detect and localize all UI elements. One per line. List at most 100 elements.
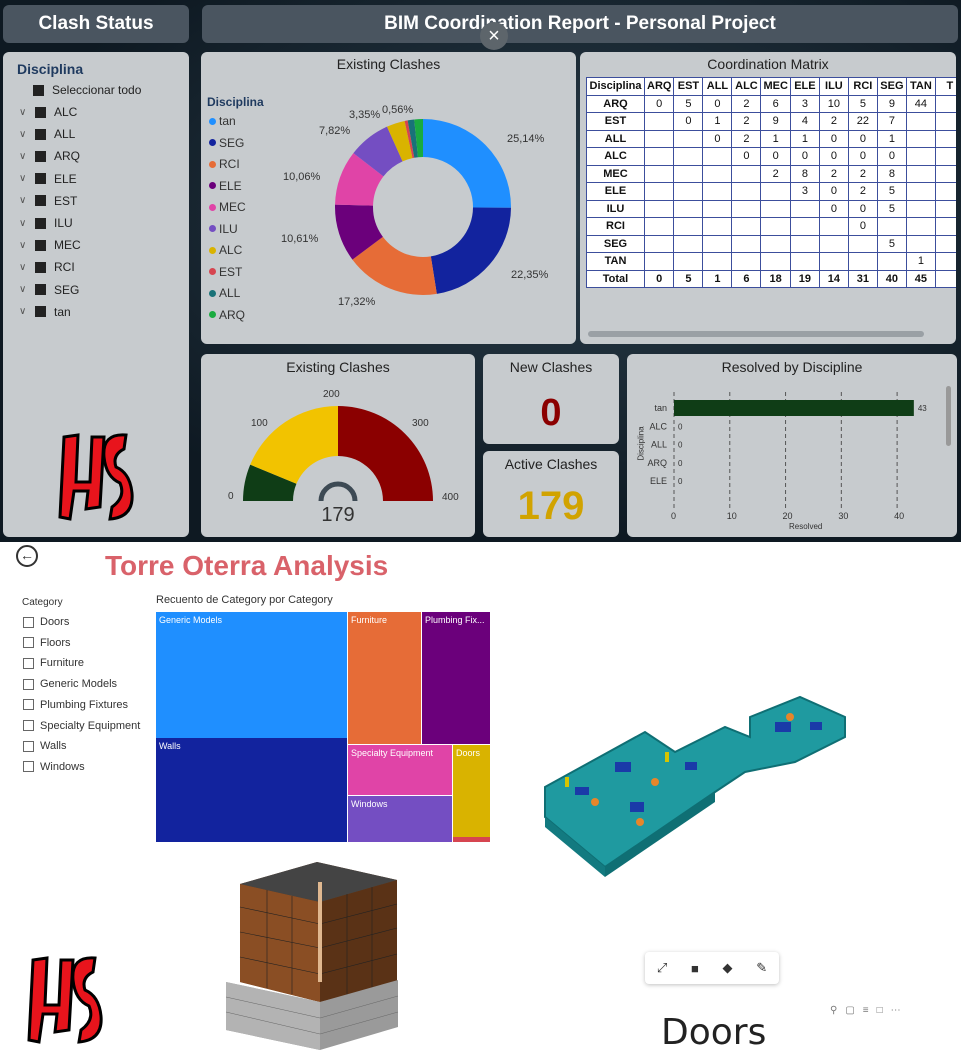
category-option-windows[interactable]: Windows [23, 761, 85, 773]
checkbox[interactable] [23, 616, 34, 628]
chevron-down-icon[interactable]: ∨ [19, 261, 27, 273]
chevron-down-icon[interactable]: ∨ [19, 217, 27, 229]
matrix-col-header[interactable]: RCI [847, 77, 878, 96]
visual-header-icons[interactable]: ⚲▢≡□⋯ [830, 1005, 909, 1016]
donut-slice-rci[interactable] [352, 236, 437, 295]
matrix-col-header[interactable]: ALC [731, 77, 762, 96]
legend-item-ilu[interactable]: ILU [209, 222, 238, 236]
category-option-doors[interactable]: Doors [23, 616, 69, 628]
close-icon[interactable]: × [480, 22, 508, 50]
camera-icon[interactable]: ■ [690, 960, 699, 976]
checkbox[interactable] [23, 657, 34, 669]
tile-furniture[interactable]: Furniture [348, 612, 421, 744]
donut-slice-ilu[interactable] [353, 126, 403, 177]
donut-slice-ele[interactable] [335, 204, 383, 260]
matrix-col-header[interactable]: SEG [876, 77, 907, 96]
legend-item-seg[interactable]: SEG [209, 136, 244, 150]
matrix-col-header[interactable]: TAN [905, 77, 936, 96]
chevron-down-icon[interactable]: ∨ [19, 195, 27, 207]
donut-slice-seg[interactable] [430, 207, 511, 294]
select-all-option[interactable]: Seleccionar todo [33, 81, 141, 99]
slicer-item-seg[interactable]: ∨SEG [19, 281, 79, 299]
gauge-chart[interactable] [201, 354, 475, 537]
tile-windows[interactable]: Windows [348, 796, 452, 842]
building-3d-model[interactable] [222, 862, 402, 1052]
matrix-col-header[interactable]: T [934, 77, 956, 96]
checkbox[interactable] [35, 106, 46, 118]
tile-plumbing-fixtures[interactable]: Plumbing Fix... [422, 612, 490, 744]
tile-walls[interactable]: Walls [156, 738, 347, 842]
legend-item-arq[interactable]: ARQ [209, 308, 245, 322]
donut-chart[interactable]: 25,14%22,35%17,32%10,61%10,06%7,82%3,35%… [201, 52, 576, 344]
checkbox[interactable] [23, 761, 34, 773]
legend-item-tan[interactable]: tan [209, 114, 236, 128]
chevron-down-icon[interactable]: ∨ [19, 150, 27, 162]
chevron-down-icon[interactable]: ∨ [19, 239, 27, 251]
chevron-down-icon[interactable]: ∨ [19, 284, 27, 296]
checkbox[interactable] [33, 84, 44, 96]
checkbox[interactable] [35, 306, 46, 318]
checkbox[interactable] [23, 637, 34, 649]
checkbox[interactable] [35, 150, 46, 162]
matrix-col-header[interactable]: ILU [818, 77, 849, 96]
category-option-plumbing-fixtures[interactable]: Plumbing Fixtures [23, 699, 128, 711]
matrix-corner[interactable]: Disciplina [586, 77, 645, 96]
slicer-item-all[interactable]: ∨ALL [19, 125, 75, 143]
back-arrow-icon[interactable]: ← [16, 545, 38, 567]
checkbox[interactable] [35, 261, 46, 273]
checkbox[interactable] [35, 173, 46, 185]
cube-icon[interactable]: ◆ [722, 960, 733, 975]
slicer-item-est[interactable]: ∨EST [19, 192, 77, 210]
category-option-generic-models[interactable]: Generic Models [23, 678, 117, 690]
checkbox[interactable] [23, 740, 34, 752]
legend-item-rci[interactable]: RCI [209, 157, 240, 171]
tile-generic-models[interactable]: Generic Models [156, 612, 347, 738]
legend-item-mec[interactable]: MEC [209, 200, 246, 214]
floor-plan-3d-view[interactable] [535, 692, 855, 902]
slicer-item-ilu[interactable]: ∨ILU [19, 214, 73, 232]
matrix-col-header[interactable]: ARQ [643, 77, 675, 96]
donut-slice-arq[interactable] [414, 119, 423, 158]
tile-doors[interactable]: Doors [453, 745, 490, 837]
legend-item-all[interactable]: ALL [209, 286, 240, 300]
checkbox[interactable] [35, 284, 46, 296]
donut-slice-tan[interactable] [423, 119, 511, 208]
slicer-item-alc[interactable]: ∨ALC [19, 103, 77, 121]
fullscreen-icon[interactable]: ⤢ [656, 960, 668, 975]
category-option-floors[interactable]: Floors [23, 637, 71, 649]
donut-slice-mec[interactable] [335, 153, 384, 206]
checkbox[interactable] [35, 195, 46, 207]
legend-item-alc[interactable]: ALC [209, 243, 242, 257]
brush-icon[interactable]: ✎ [756, 960, 768, 975]
category-option-specialty-equipment[interactable]: Specialty Equipment [23, 720, 140, 732]
matrix-col-header[interactable]: ALL [702, 77, 733, 96]
slicer-item-tan[interactable]: ∨tan [19, 303, 71, 321]
chevron-down-icon[interactable]: ∨ [19, 306, 27, 318]
tile-specialty-equipment[interactable]: Specialty Equipment [348, 745, 452, 795]
checkbox[interactable] [35, 239, 46, 251]
tile-floors[interactable] [453, 837, 490, 842]
legend-item-est[interactable]: EST [209, 265, 242, 279]
chevron-down-icon[interactable]: ∨ [19, 173, 27, 185]
horizontal-scrollbar[interactable] [588, 331, 924, 337]
matrix-col-header[interactable]: MEC [760, 77, 791, 96]
checkbox[interactable] [23, 720, 34, 731]
checkbox[interactable] [23, 699, 34, 711]
chevron-down-icon[interactable]: ∨ [19, 106, 27, 118]
category-option-furniture[interactable]: Furniture [23, 657, 84, 669]
chevron-down-icon[interactable]: ∨ [19, 128, 27, 140]
bar-tan[interactable] [674, 400, 914, 416]
matrix-col-header[interactable]: EST [673, 77, 704, 96]
category-option-walls[interactable]: Walls [23, 740, 66, 752]
donut-slice-est[interactable] [404, 120, 415, 159]
slicer-item-mec[interactable]: ∨MEC [19, 236, 81, 254]
checkbox[interactable] [35, 217, 46, 229]
slicer-item-ele[interactable]: ∨ELE [19, 170, 77, 188]
checkbox[interactable] [35, 128, 46, 140]
checkbox[interactable] [23, 678, 34, 690]
slicer-item-rci[interactable]: ∨RCI [19, 258, 75, 276]
donut-slice-alc[interactable] [387, 120, 413, 162]
matrix-col-header[interactable]: ELE [789, 77, 820, 96]
legend-item-ele[interactable]: ELE [209, 179, 242, 193]
